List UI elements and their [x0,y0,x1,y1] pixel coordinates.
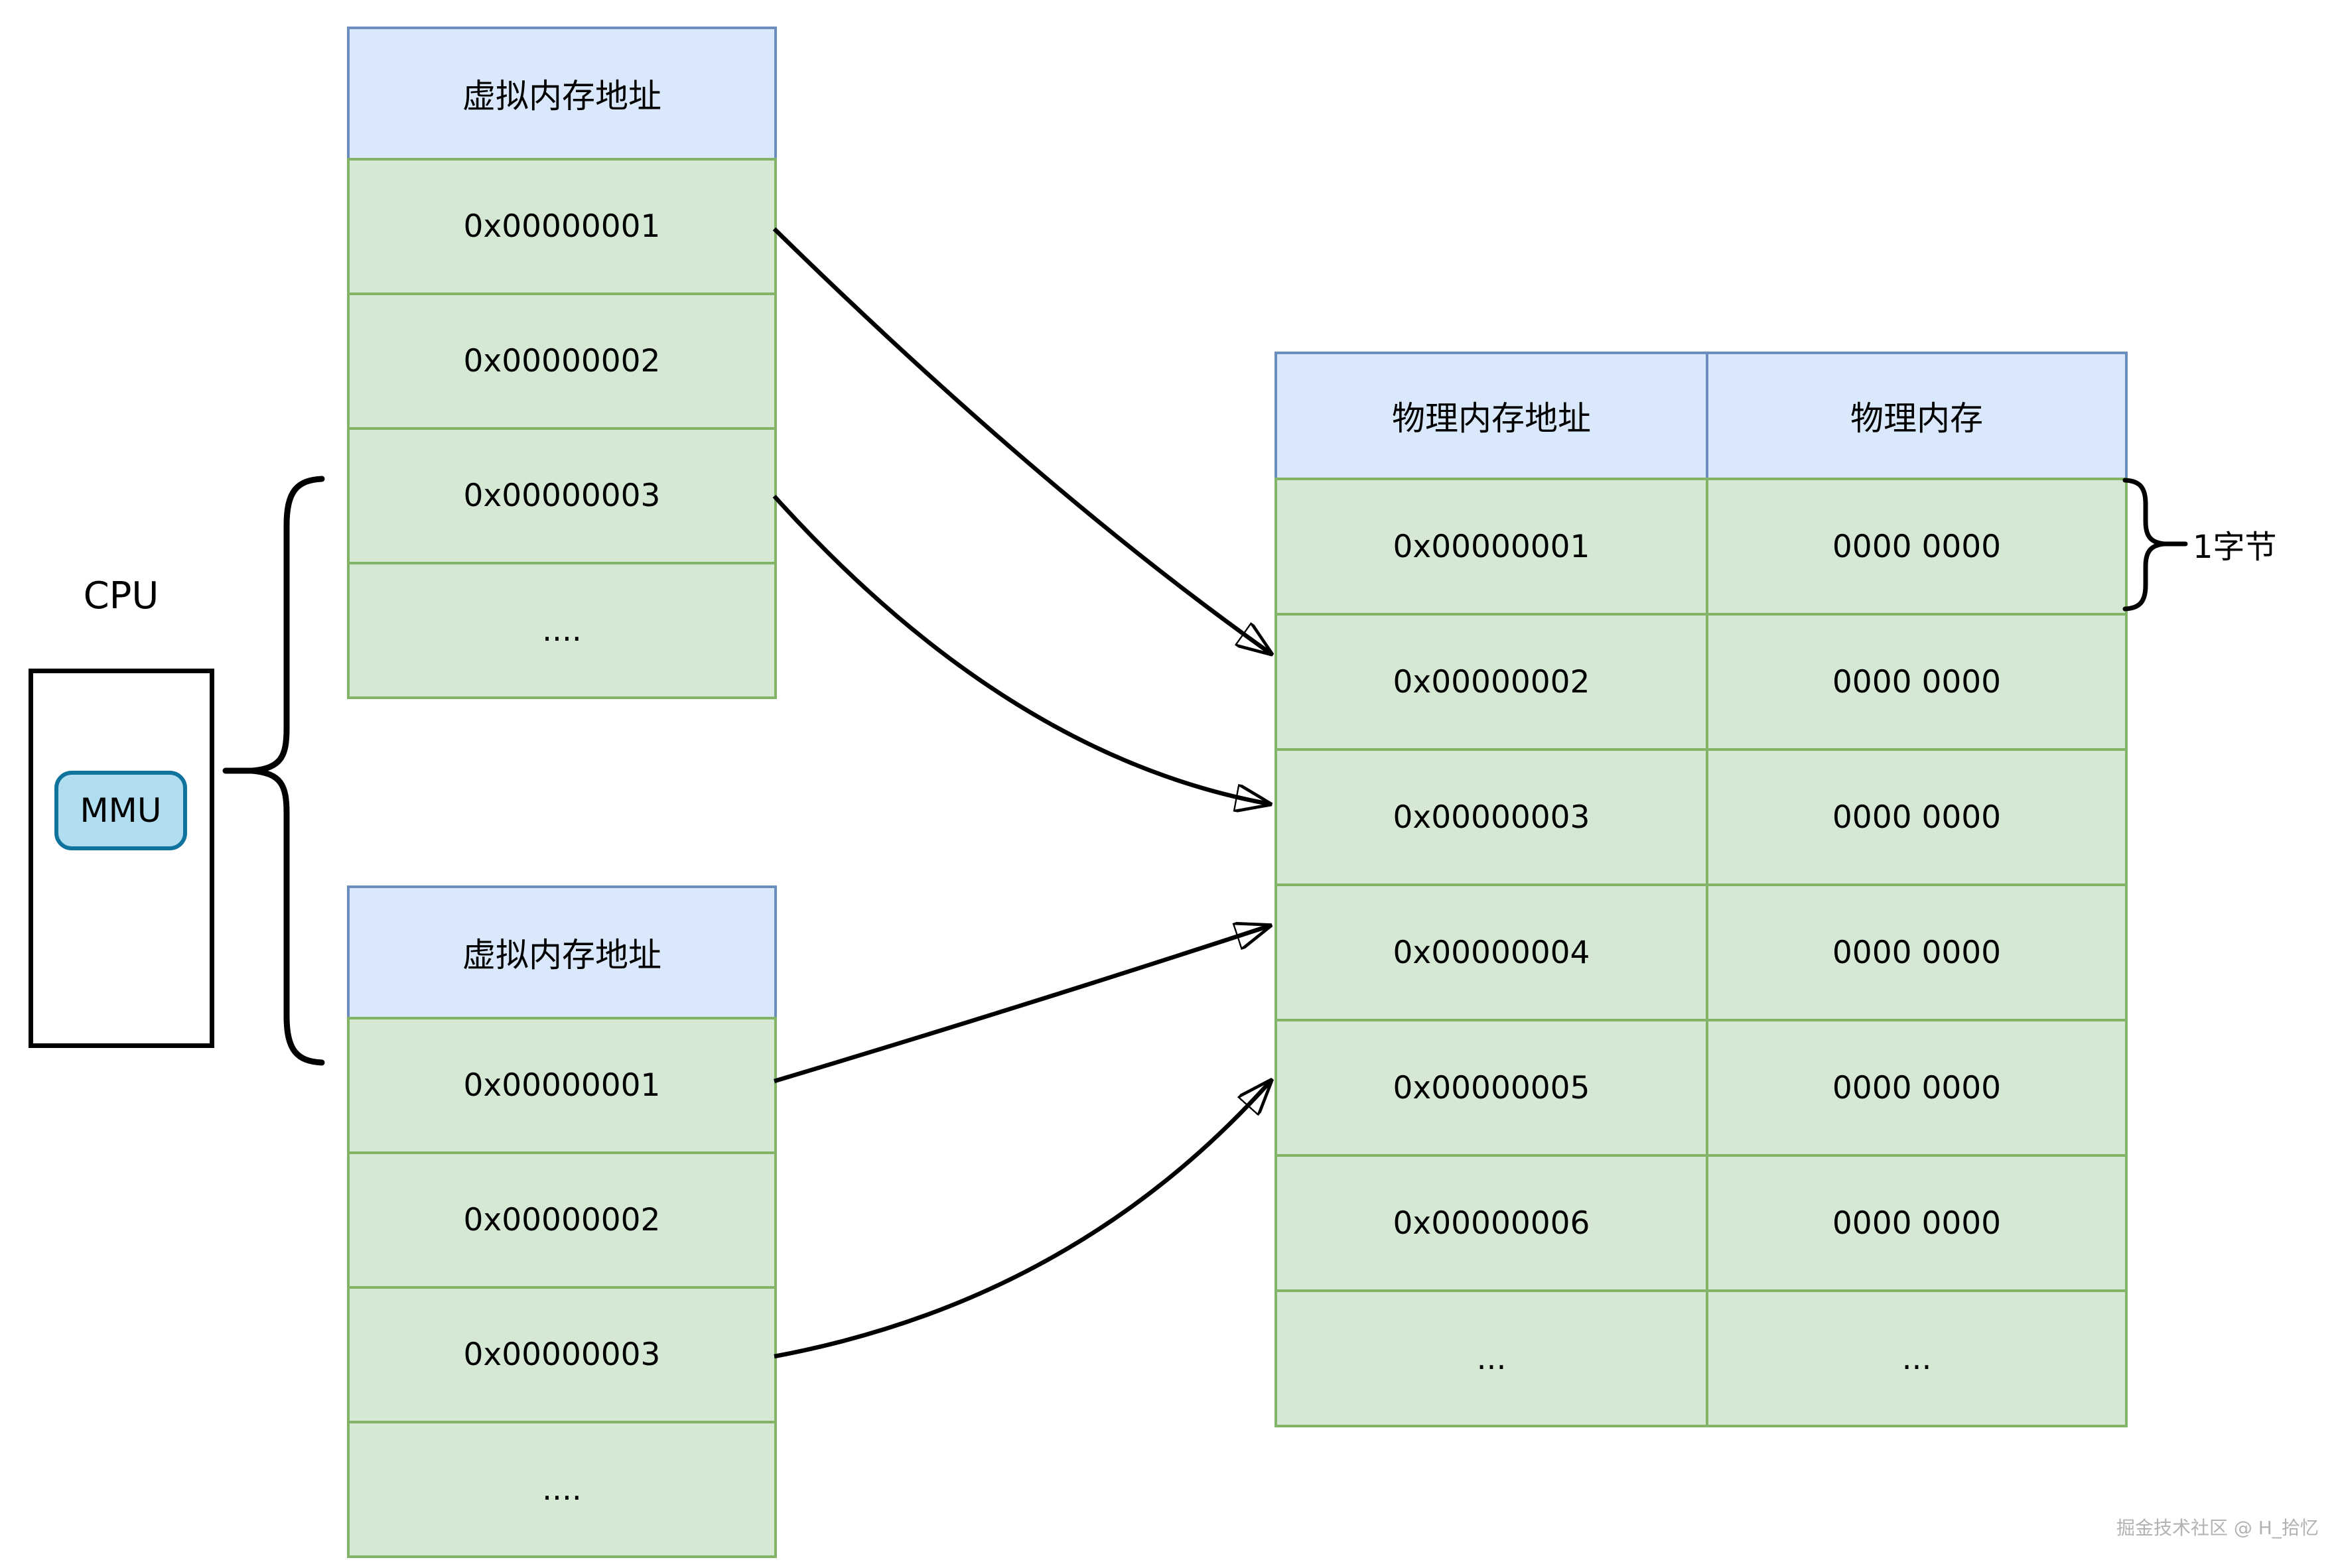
table-cell: 0000 0000 [1706,478,2128,616]
table-row: .... [347,1421,777,1558]
virtual-table-bottom-header: 虚拟内存地址 [347,885,777,1019]
virtual-memory-table-bottom: 虚拟内存地址 0x00000001 0x00000002 0x00000003 … [347,885,777,1558]
mmu-label: MMU [80,791,162,830]
table-cell: 0x00000006 [1274,1154,1708,1292]
arrow-vbottom-r3-to-phys-r5 [774,1081,1271,1359]
byte-size-label: 1字节 [2193,529,2277,566]
table-cell: 0000 0000 [1706,1154,2128,1292]
table-cell: ... [1706,1289,2128,1427]
table-row: .... [347,562,777,699]
table-cell: 0x00000005 [1274,1019,1708,1157]
mmu-box: MMU [54,771,187,850]
physical-table-header-address: 物理内存地址 [1274,352,1708,480]
table-row: 0x00000003 [347,427,777,564]
physical-memory-table: 物理内存地址 物理内存 0x00000001 0000 0000 0x00000… [1274,352,2128,1427]
physical-table-header-memory: 物理内存 [1706,352,2128,480]
table-cell: 0000 0000 [1706,613,2128,751]
cpu-grouping-brace [249,476,325,1066]
table-cell: 0x00000001 [1274,478,1708,616]
table-cell: 0000 0000 [1706,883,2128,1021]
one-byte-brace [2122,478,2167,612]
table-row: 0x00000001 [347,158,777,295]
arrow-vtop-r3-to-phys-r3 [772,494,1269,804]
table-cell: 0x00000002 [1274,613,1708,751]
cpu-label: CPU [83,574,159,618]
table-cell: 0000 0000 [1706,748,2128,886]
table-row: 0x00000003 [347,1286,777,1423]
table-cell: 0000 0000 [1706,1019,2128,1157]
table-cell: 0x00000004 [1274,883,1708,1021]
table-row: 0x00000001 [347,1017,777,1154]
table-cell: 0x00000003 [1274,748,1708,886]
watermark-text: 掘金技术社区 @ H_拾忆 [2116,1517,2319,1539]
table-cell: ... [1274,1289,1708,1427]
table-row: 0x00000002 [347,1151,777,1289]
cpu-box [29,669,214,1048]
arrow-vtop-r1-to-phys-r2 [772,227,1271,653]
table-row: 0x00000002 [347,293,777,430]
arrow-vbottom-r1-to-phys-r4 [774,926,1269,1084]
virtual-table-top-header: 虚拟内存地址 [347,27,777,161]
virtual-memory-table-top: 虚拟内存地址 0x00000001 0x00000002 0x00000003 … [347,27,777,699]
